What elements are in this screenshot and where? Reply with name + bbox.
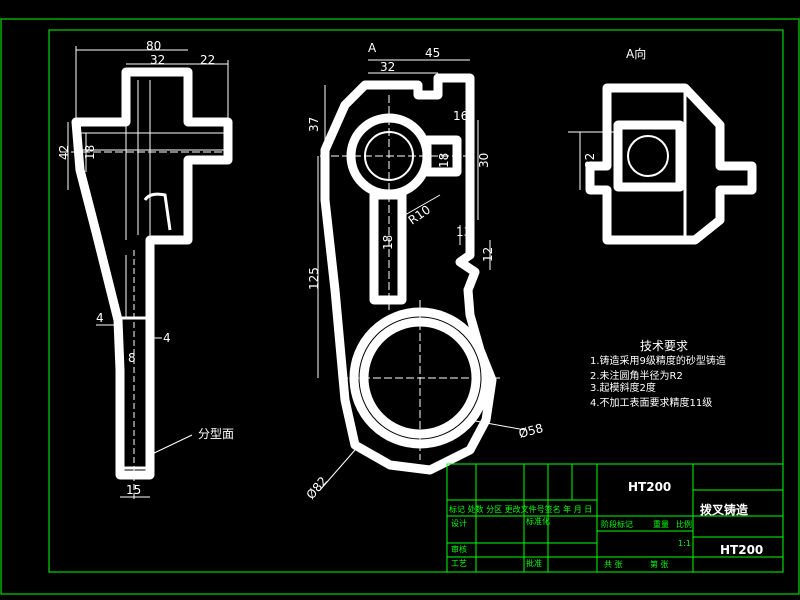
- dim-4a: 4: [96, 311, 104, 325]
- tech-item-4: 4.不加工表面要求精度11级: [590, 396, 712, 409]
- tb-process: 工艺: [451, 559, 467, 568]
- tb-design: 设计: [451, 518, 467, 528]
- dim-30: 30: [477, 153, 491, 168]
- aux-view: A向 32: [568, 46, 757, 245]
- dim-22: 22: [200, 53, 215, 67]
- dim-8: 8: [128, 351, 136, 365]
- dim-45: 45: [425, 46, 440, 60]
- dim-125: 125: [307, 267, 321, 290]
- title-block-frame: [446, 463, 784, 573]
- left-body-outline: [71, 67, 233, 480]
- tb-drawing-no: HT200: [720, 543, 763, 557]
- dim-rib: 18: [381, 235, 395, 250]
- dim-32: 32: [150, 53, 165, 67]
- dim-r10: R10: [406, 202, 433, 227]
- dim-37: 37: [307, 117, 321, 132]
- tb-part-name: 拨叉铸造: [700, 502, 749, 517]
- tech-item-3: 3.起模斜度2度: [590, 381, 656, 394]
- front-view: A 45 32 37 16 18 30 R10 18 13 12 125 Ø58…: [304, 41, 545, 502]
- tb-review: 审核: [451, 544, 467, 554]
- tb-approve: 批准: [526, 558, 542, 568]
- tech-requirements: 技术要求 1.铸造采用9级精度的砂型铸造 2.未注圆角半径为R2 3.起模斜度2…: [590, 339, 726, 409]
- tb-ratio-label: 比例: [676, 519, 692, 529]
- parting-label: 分型面: [198, 427, 234, 441]
- dim-d82: Ø82: [304, 474, 331, 502]
- dim-13: 13: [456, 225, 471, 239]
- leader-parting: [149, 434, 193, 456]
- dim-15: 15: [126, 483, 141, 497]
- rib: [369, 190, 407, 305]
- tb-weight: 重量: [653, 519, 669, 529]
- dim-d58: Ø58: [517, 421, 544, 441]
- view-marker-a: A: [368, 41, 377, 55]
- leader-r10: [404, 194, 441, 216]
- dim-16: 16: [453, 109, 468, 123]
- title-block: 标记 处数 分区 更改文件号签名 年 月 日 设计 标准化 阶段标记 重量 比例…: [446, 463, 784, 573]
- tb-stage: 阶段标记: [601, 519, 633, 529]
- outer-border: [0, 18, 800, 595]
- aux-bore: [627, 135, 669, 177]
- aux-inner-block: [613, 120, 685, 192]
- dim-80: 80: [146, 39, 161, 53]
- tb-header-row: 标记 处数 分区 更改文件号签名 年 月 日: [449, 504, 592, 514]
- tb-ratio: 1:1: [678, 539, 691, 548]
- dim-12: 12: [481, 247, 495, 262]
- tech-heading: 技术要求: [640, 339, 688, 353]
- tb-sheet-total: 共 张: [604, 560, 623, 569]
- inner-border: [48, 29, 784, 573]
- dim-4b: 4: [163, 331, 171, 345]
- tb-material: HT200: [628, 480, 671, 494]
- aux-title: A向: [626, 46, 646, 61]
- dim-42: 42: [57, 145, 71, 160]
- tech-item-2: 2.未注圆角半径为R2: [590, 369, 683, 382]
- leader-d58: [469, 419, 526, 431]
- leader-d82: [319, 449, 356, 491]
- left-fillet-arc: [143, 192, 172, 231]
- dim-18f: 18: [437, 153, 451, 168]
- tb-sheet-no: 第 张: [650, 559, 669, 569]
- tech-item-1: 1.铸造采用9级精度的砂型铸造: [590, 354, 726, 367]
- aux-outline: [585, 83, 757, 245]
- left-view: 80 32 22 42 18 4 4 8 15 分型面: [57, 39, 234, 500]
- dim-32a: 32: [583, 153, 597, 168]
- dim-18: 18: [83, 145, 97, 160]
- dim-32f: 32: [380, 60, 395, 74]
- tb-standardize: 标准化: [526, 516, 550, 526]
- left-slot: [119, 316, 151, 470]
